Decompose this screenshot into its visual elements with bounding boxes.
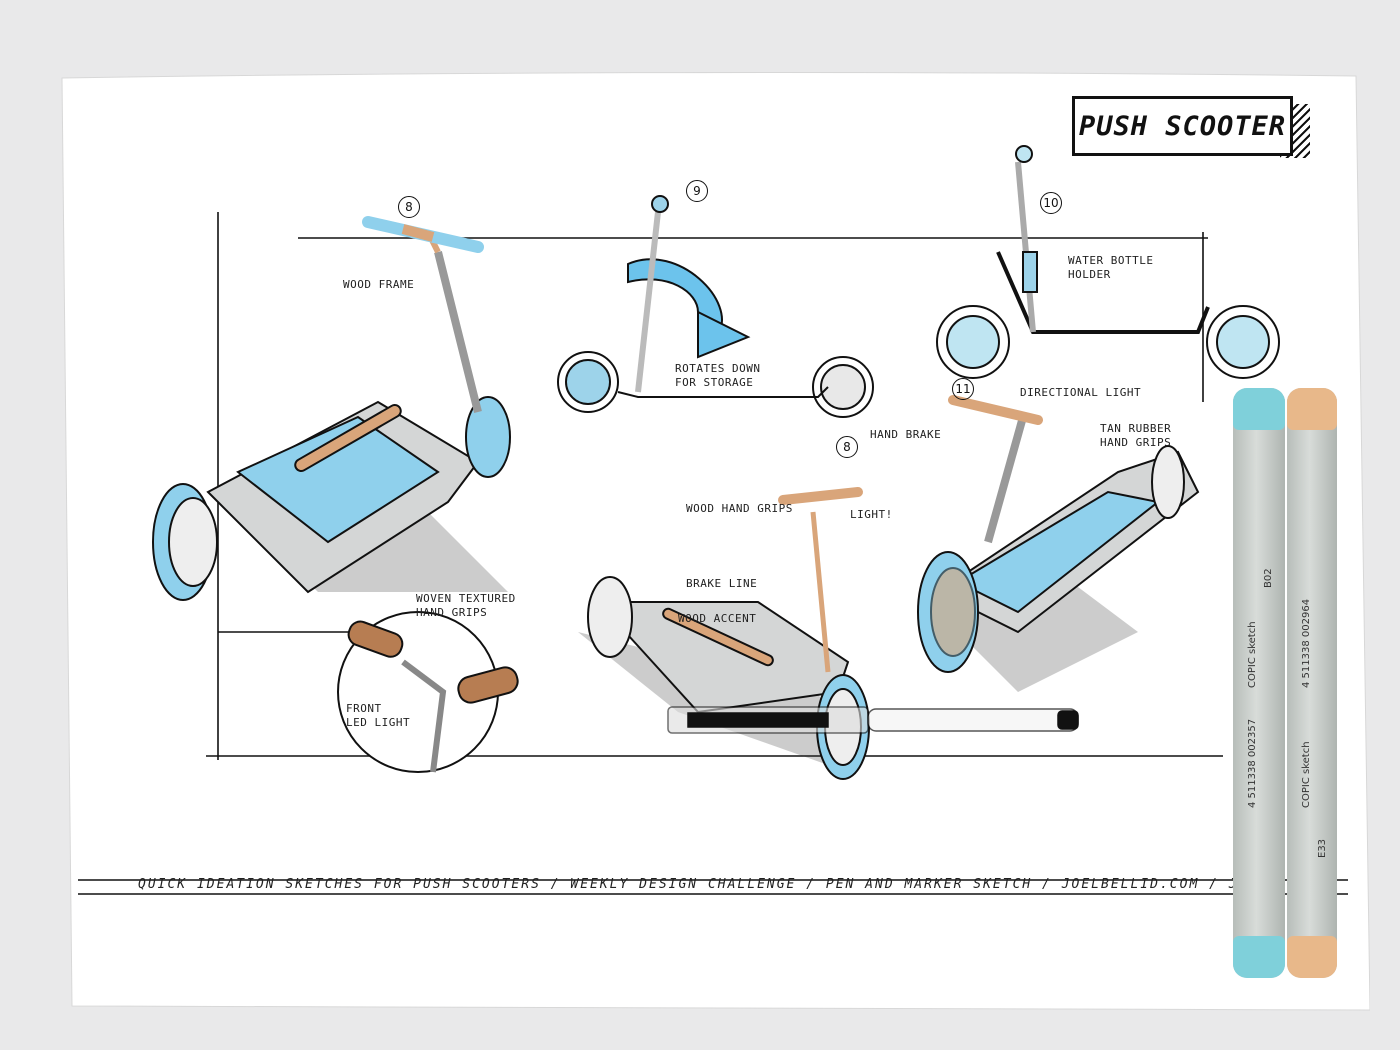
sketch-number-11: 11: [952, 378, 974, 400]
annotation-wood-accent: WOOD ACCENT: [678, 612, 757, 625]
annotation-brake-line: BRAKE LINE: [686, 577, 758, 590]
sketch-paper: 8 9 10 11 8 WOOD FRAME ROTATES DOWN FOR …: [58, 72, 1370, 1012]
sketch-drawing: [61, 72, 1370, 1011]
marker-b02-barcode: 4 511338 002357: [1247, 718, 1258, 808]
sketch-number-8b: 8: [836, 436, 858, 458]
detail-circle: [337, 611, 519, 773]
scooter-sketch-10: [936, 145, 1280, 379]
annotation-front-led: FRONT LED LIGHT: [346, 702, 411, 729]
marker-e33-cap: [1287, 388, 1337, 430]
scooter-sketch-8: [152, 216, 511, 601]
sketch-number-9: 9: [686, 180, 708, 202]
annotation-wood-frame: WOOD FRAME: [343, 278, 415, 291]
marker-e33-barcode: 4 511338 002964: [1301, 598, 1312, 688]
marker-e33-code: E33: [1317, 838, 1328, 858]
scooter-sketch-11: [917, 395, 1200, 692]
annotation-wood-hand-grips: WOOD HAND GRIPS: [686, 502, 793, 515]
marker-b02-code: B02: [1263, 568, 1274, 588]
marker-e33-brand: COPIC sketch: [1301, 741, 1312, 808]
marker-b02-brand: COPIC sketch: [1247, 621, 1258, 688]
annotation-water-bottle: WATER BOTTLE HOLDER: [1068, 254, 1154, 281]
marker-b02: COPIC sketch B02 4 511338 002357: [1233, 388, 1285, 978]
annotation-light: LIGHT!: [850, 508, 893, 521]
annotation-directional-light: DIRECTIONAL LIGHT: [1020, 386, 1142, 399]
scooter-sketch-9: [557, 195, 874, 418]
marker-e33: COPIC sketch E33 4 511338 002964: [1287, 388, 1337, 978]
marker-b02-end: [1233, 936, 1285, 978]
gel-pen: [667, 706, 1079, 734]
annotation-rotates-down: ROTATES DOWN FOR STORAGE: [675, 362, 761, 389]
annotation-hand-brake: HAND BRAKE: [870, 428, 942, 441]
sketch-number-10: 10: [1040, 192, 1062, 214]
marker-b02-cap: [1233, 388, 1285, 430]
footer-note: QUICK IDEATION SKETCHES FOR PUSH SCOOTER…: [138, 877, 1298, 892]
marker-e33-end: [1287, 936, 1337, 978]
annotation-tan-rubber: TAN RUBBER HAND GRIPS: [1100, 422, 1172, 449]
page-title: PUSH SCOOTER: [1072, 96, 1293, 156]
annotation-woven-textured: WOVEN TEXTURED HAND GRIPS: [416, 592, 516, 619]
sketch-number-8: 8: [398, 196, 420, 218]
